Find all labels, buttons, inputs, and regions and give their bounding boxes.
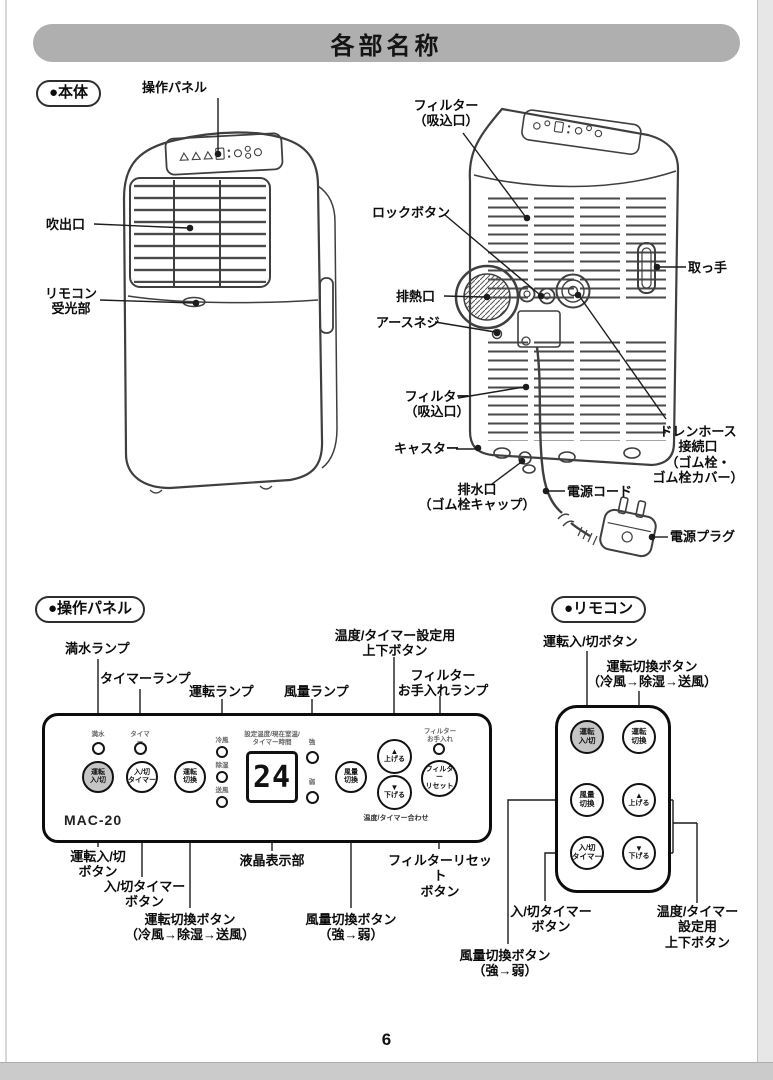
label-caster: キャスター (394, 441, 460, 456)
section-badge-remote: ●リモコン (551, 596, 647, 623)
remote-receiver-sketch (182, 296, 206, 308)
callout-lcd: 液晶表示部 (239, 853, 305, 868)
label-operation-panel: 操作パネル (142, 80, 208, 95)
page-edge-bottom (0, 1062, 773, 1080)
remote-down-button-label: 下げる (628, 852, 650, 860)
callout-fan-speed-button: 風量切換ボタン （強→弱） (305, 912, 397, 943)
full-tank-lamp (92, 742, 105, 755)
page-edge-right (757, 0, 773, 1080)
rear-top-panel-sketch (521, 109, 642, 155)
filter-care-lamp-label: フィルター お手入れ (423, 728, 457, 743)
remote-callout-power-button: 運転入/切ボタン (543, 634, 638, 649)
rear-vent-slats-upper (488, 191, 666, 299)
remote-onoff-timer-button: 入/切 タイマー (570, 836, 604, 870)
dry-lamp (216, 771, 228, 783)
strong-lamp-label: 強 (308, 739, 316, 746)
remote-callout-fan-speed-button: 風量切換ボタン （強→弱） (459, 948, 551, 979)
label-remote-receiver: リモコン 受光部 (44, 286, 97, 317)
remote-callout-mode-button: 運転切換ボタン （冷風→除湿→送風） (587, 659, 718, 690)
power-button: 運転 入/切 (82, 761, 114, 793)
casters-sketch (493, 447, 641, 463)
drain-hose-port-sketch (555, 273, 591, 309)
callout-fan-lamp: 風量ランプ (284, 684, 349, 699)
down-arrow-icon: ▼ (390, 783, 399, 793)
power-plug-sketch (599, 496, 657, 558)
remote-mode-button: 運転 切換 (622, 720, 656, 754)
down-button-label: 下げる (384, 792, 405, 800)
down-button: ▼ 下げる (377, 775, 412, 810)
section-badge-body: ●本体 (36, 80, 102, 107)
remote-power-button: 運転 入/切 (570, 720, 604, 754)
display-label: 設定温度/現在室温/ タイマー時間 (244, 731, 300, 746)
section-badge-panel: ●操作パネル (35, 596, 146, 623)
operation-panel (42, 713, 492, 843)
filter-care-lamp (433, 743, 445, 755)
label-power-cord: 電源コード (567, 484, 633, 499)
label-air-outlet: 吹出口 (46, 217, 86, 232)
callout-mode-button: 運転切換ボタン （冷風→除湿→送風） (124, 912, 255, 943)
up-arrow-icon: ▲ (390, 747, 399, 757)
up-button-label: 上げる (384, 756, 405, 764)
drain-outlet-sketch (518, 451, 536, 474)
label-power-plug: 電源プラグ (670, 529, 736, 544)
label-drain-outlet: 排水口 （ゴム栓キャップ） (418, 482, 536, 513)
air-outlet-grille-sketch (129, 177, 271, 288)
weak-lamp (306, 791, 319, 804)
page-edge-left (5, 0, 7, 1080)
page-title: 各部名称 (33, 24, 740, 62)
label-earth-screw: アースネジ (376, 315, 440, 330)
mode-button: 運転 切換 (174, 761, 206, 793)
remote-callout-onoff-timer-button: 入/切タイマー ボタン (510, 904, 592, 935)
up-button: ▲ 上げる (377, 739, 412, 774)
callout-onoff-timer-button: 入/切タイマー ボタン (103, 879, 186, 910)
remote-down-button: ▼ 下げる (622, 836, 656, 870)
onoff-timer-button: 入/切 タイマー (126, 761, 158, 793)
remote-fan-speed-button: 風量 切換 (570, 783, 604, 817)
label-exhaust-outlet: 排熱口 (396, 289, 436, 304)
callout-timer-lamp: タイマーランプ (100, 671, 191, 686)
callout-filter-reset-button: フィルターリセット ボタン (388, 853, 492, 899)
updown-caption: 温度/タイマー合わせ (363, 815, 429, 822)
label-handle: 取っ手 (688, 260, 728, 275)
dry-lamp-label: 除湿 (215, 762, 229, 769)
remote-callout-temp-timer-updown: 温度/タイマー 設定用 上下ボタン (656, 904, 739, 950)
remote-up-button: ▲ 上げる (622, 783, 656, 817)
top-control-panel-sketch (164, 132, 284, 176)
callout-power-button: 運転入/切 ボタン (70, 849, 126, 880)
fan-speed-button: 風量 切換 (335, 761, 367, 793)
remote-up-arrow-icon: ▲ (635, 790, 643, 800)
weak-lamp-label: 弱 (308, 779, 316, 786)
lcd-display: 24 (246, 751, 298, 803)
callout-full-tank-lamp: 満水ランプ (65, 641, 130, 656)
label-filter-intake-top: フィルター （吸込口） (413, 98, 479, 129)
side-handle-sketch (319, 277, 334, 334)
cool-lamp (216, 746, 228, 758)
callout-temp-timer-updown: 温度/タイマー設定用 上下ボタン (334, 628, 456, 659)
filter-reset-button: フィルター リセット (421, 760, 458, 797)
callout-operation-lamp: 運転ランプ (189, 684, 254, 699)
label-drain-hose-port: ドレンホース 接続口 （ゴム栓・ ゴム栓カバー） (652, 424, 744, 485)
fan-lamp-label: 送風 (215, 787, 229, 794)
page-number: 6 (381, 1030, 392, 1049)
callout-filter-care-lamp: フィルター お手入れランプ (397, 668, 489, 699)
earth-screw-plate-sketch (517, 310, 561, 348)
timer-lamp (134, 742, 147, 755)
lock-buttons-sketch (518, 285, 556, 305)
strong-lamp (306, 751, 319, 764)
power-cord-sketch (535, 346, 598, 546)
label-filter-intake-bottom: フィルター （吸込口） (404, 389, 470, 420)
label-lock-button: ロックボタン (372, 205, 451, 220)
remote-down-arrow-icon: ▼ (635, 843, 643, 853)
full-tank-lamp-label: 満水 (91, 731, 105, 738)
model-number: MAC-20 (64, 812, 123, 828)
front-view-illustration (122, 131, 338, 494)
exhaust-port-sketch (454, 264, 520, 330)
fan-lamp (216, 796, 228, 808)
cool-lamp-label: 冷風 (215, 737, 229, 744)
handle-sketch (637, 242, 656, 294)
remote-up-button-label: 上げる (628, 799, 650, 807)
